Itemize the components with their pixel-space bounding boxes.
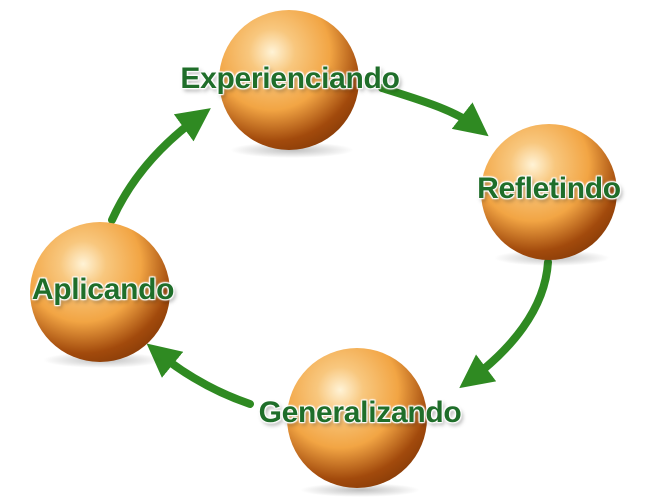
node-experienciando-sphere — [219, 10, 359, 158]
node-experienciando-label: Experienciando — [180, 62, 400, 95]
node-generalizando-sphere — [287, 348, 427, 497]
node-aplicando-label: Aplicando — [31, 273, 175, 306]
node-refletindo-label: Refletindo — [477, 172, 621, 205]
node-aplicando-sphere — [30, 222, 170, 368]
arrow-refletindo-to-generalizando — [459, 258, 552, 389]
node-refletindo-sphere — [481, 124, 617, 266]
arrow-experienciando-to-refletindo — [378, 84, 489, 137]
arrow-aplicando-to-experienciando — [108, 108, 211, 224]
arrow-generalizando-to-aplicando — [146, 343, 254, 408]
node-generalizando-label: Generalizando — [258, 396, 462, 429]
